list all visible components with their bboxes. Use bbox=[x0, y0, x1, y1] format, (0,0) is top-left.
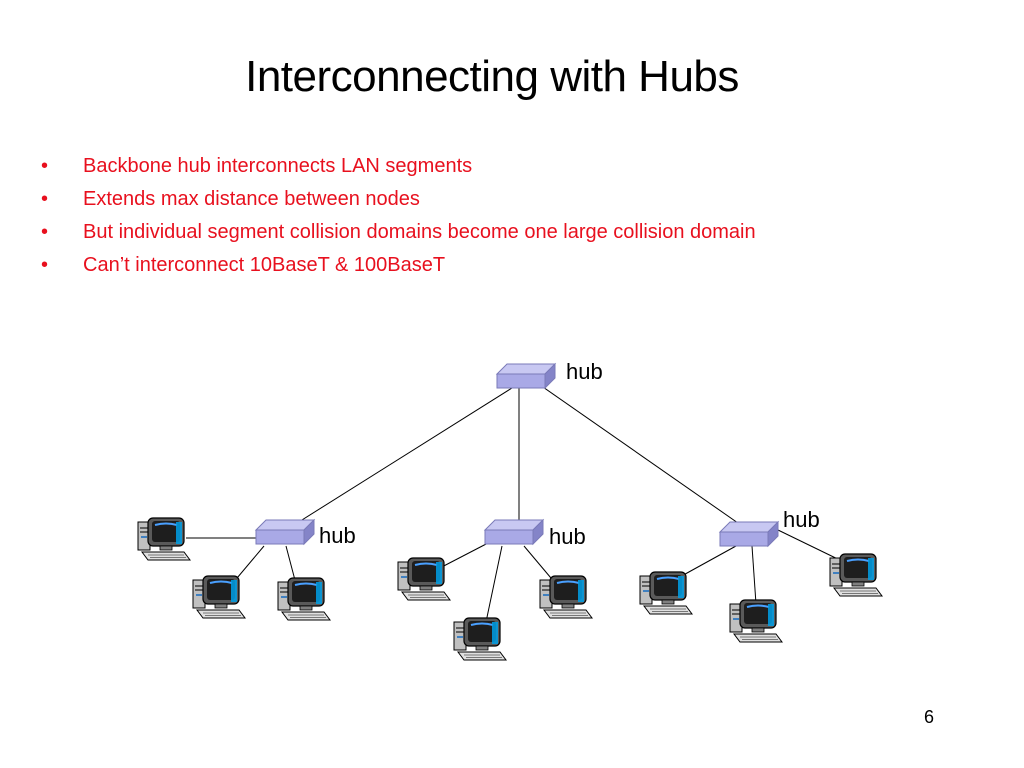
backbone-link-right bbox=[529, 377, 749, 531]
bullet-text: Extends max distance between nodes bbox=[83, 188, 420, 210]
bullet-dot: • bbox=[41, 155, 49, 177]
segment-links-middle bbox=[435, 541, 557, 623]
segment-link bbox=[485, 545, 503, 623]
left-hub-label: hub bbox=[319, 523, 356, 548]
backbone-links bbox=[285, 377, 749, 531]
computer-icon bbox=[729, 599, 783, 643]
bullet-dot: • bbox=[41, 254, 49, 276]
bullet-item: • Backbone hub interconnects LAN segments bbox=[38, 150, 756, 183]
middle-hub-icon bbox=[484, 519, 544, 545]
right-hub-label: hub bbox=[783, 507, 820, 532]
segment-links-left bbox=[186, 537, 297, 585]
computer-icon bbox=[829, 553, 883, 597]
backbone-link-left bbox=[285, 387, 513, 531]
computer-icon bbox=[192, 575, 246, 619]
left-hub-icon bbox=[255, 519, 315, 545]
bullet-text: Can’t interconnect 10BaseT & 100BaseT bbox=[83, 254, 446, 276]
computer-icon bbox=[539, 575, 593, 619]
bullet-text: Backbone hub interconnects LAN segments bbox=[83, 155, 473, 177]
backbone-hub-icon bbox=[496, 363, 556, 389]
bullet-text: But individual segment collision domains… bbox=[83, 221, 756, 243]
bullet-item: • But individual segment collision domain… bbox=[38, 216, 756, 249]
bullet-dot: • bbox=[41, 188, 49, 210]
computer-icon bbox=[277, 577, 331, 621]
computer-icon bbox=[453, 617, 507, 661]
computer-icon bbox=[397, 557, 451, 601]
backbone-hub-label: hub bbox=[566, 359, 603, 384]
right-hub-icon bbox=[719, 521, 779, 547]
computer-icon bbox=[137, 517, 191, 561]
bullet-item: • Can’t interconnect 10BaseT & 100BaseT bbox=[38, 249, 756, 282]
segment-link bbox=[435, 541, 491, 571]
page-number: 6 bbox=[924, 707, 935, 727]
segment-link bbox=[677, 545, 737, 579]
bullet-dot: • bbox=[41, 221, 49, 243]
segment-link bbox=[751, 545, 757, 605]
bullet-item: • Extends max distance between nodes bbox=[38, 183, 756, 216]
slide-title: Interconnecting with Hubs bbox=[245, 52, 739, 101]
computer-icon bbox=[639, 571, 693, 615]
middle-hub-label: hub bbox=[549, 524, 586, 549]
bullet-list: • Backbone hub interconnects LAN segments… bbox=[38, 150, 756, 282]
